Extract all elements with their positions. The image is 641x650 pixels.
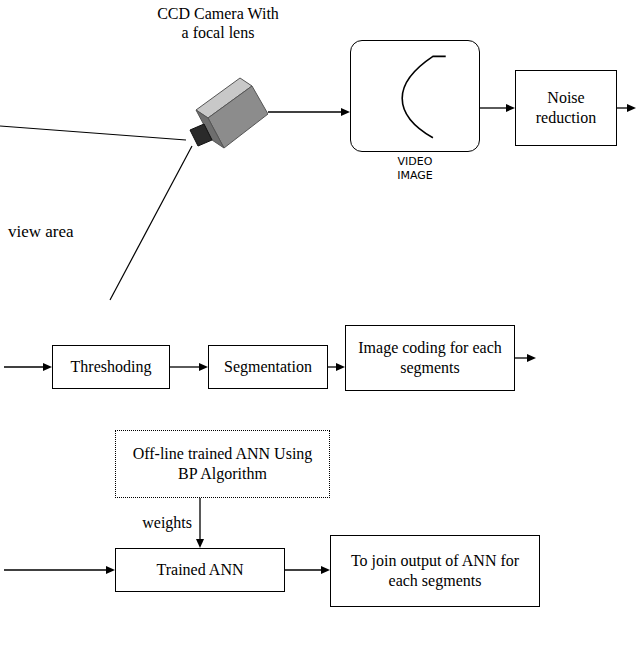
flow-arrow <box>328 363 345 371</box>
edge-label: weights <box>140 514 194 532</box>
process-box: Noise reduction <box>515 70 617 146</box>
flow-arrow <box>480 104 515 112</box>
process-box: Threshoding <box>52 345 170 389</box>
node-text: Image coding for each segments <box>354 338 506 378</box>
process-box: Image coding for each segments <box>345 325 515 391</box>
node-caption: VIDEO IMAGE <box>397 155 433 183</box>
flow-arrow <box>170 363 208 371</box>
flow-arrow <box>268 108 350 116</box>
node-text: Off-line trained ANN Using BP Algorithm <box>124 444 321 484</box>
video-curve <box>351 41 479 151</box>
node-text: Noise reduction <box>524 88 608 128</box>
process-box: Trained ANN <box>115 548 285 592</box>
node-text: Trained ANN <box>157 560 244 580</box>
camera-node: CCD Camera With a focal lens <box>168 72 268 162</box>
area-label: view area <box>8 222 74 242</box>
process-box: Segmentation <box>208 345 328 389</box>
process-box: To join output of ANN for each segments <box>330 535 540 607</box>
node-caption: CCD Camera With a focal lens <box>156 4 280 42</box>
video-image-icon: VIDEO IMAGE <box>350 40 480 152</box>
view-line <box>110 146 192 300</box>
node-text: Segmentation <box>224 357 312 377</box>
node-text: Threshoding <box>71 357 152 377</box>
flow-arrow <box>196 498 204 548</box>
offline-training-box: Off-line trained ANN Using BP Algorithm <box>115 430 330 498</box>
flow-arrow <box>285 566 330 574</box>
camera-illustration <box>168 72 268 162</box>
view-line <box>0 126 186 140</box>
node-text: To join output of ANN for each segments <box>339 551 531 591</box>
